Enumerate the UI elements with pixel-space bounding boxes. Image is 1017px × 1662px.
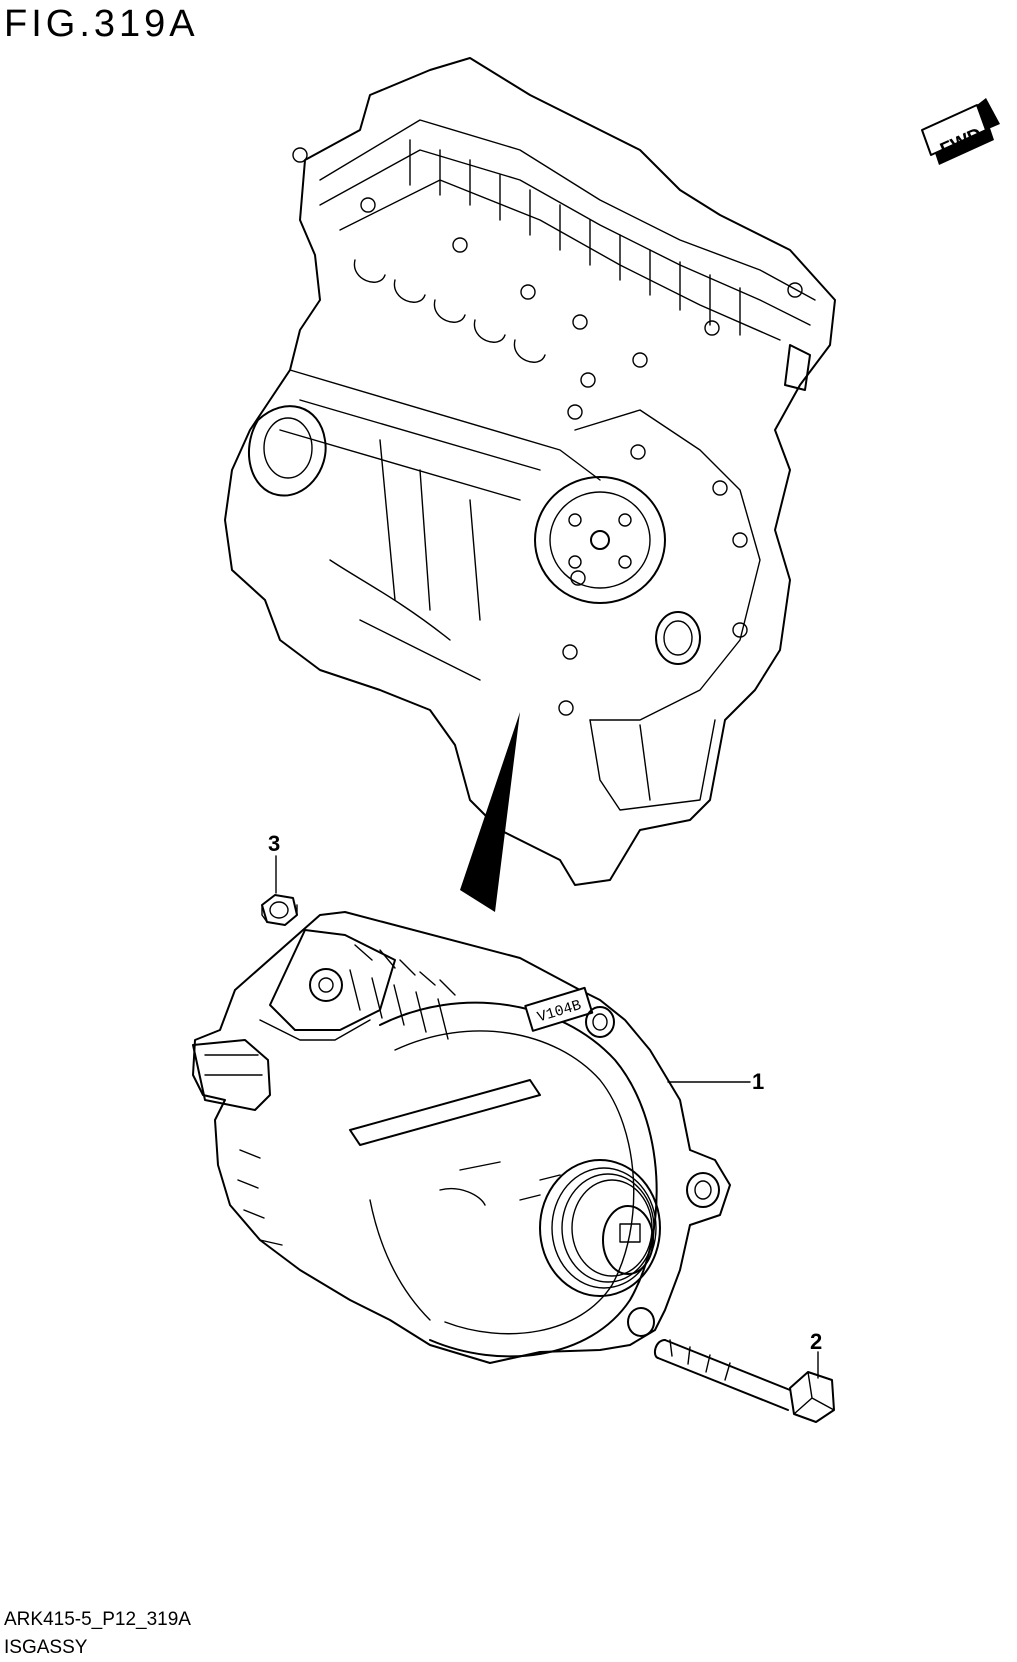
installation-pointer	[460, 712, 520, 912]
figure-title: FIG.319A	[4, 3, 199, 45]
footer-drawing-code: ARK415-5_P12_319A	[4, 1609, 191, 1630]
fwd-arrow-icon: FWD	[921, 98, 1000, 165]
nut-part-3	[261, 894, 298, 926]
callout-3: 3	[268, 831, 281, 856]
bolt-part-2	[653, 1339, 835, 1423]
leader-lines	[275, 855, 819, 1379]
part-marking-plate: V104B	[524, 986, 594, 1032]
footer-assembly-name: ISGASSY	[4, 1637, 88, 1658]
isg-assembly: V104B	[192, 911, 731, 1364]
pulley	[539, 1159, 661, 1297]
callout-1: 1	[752, 1069, 765, 1094]
engine-block	[224, 57, 836, 886]
callout-2: 2	[810, 1329, 823, 1354]
